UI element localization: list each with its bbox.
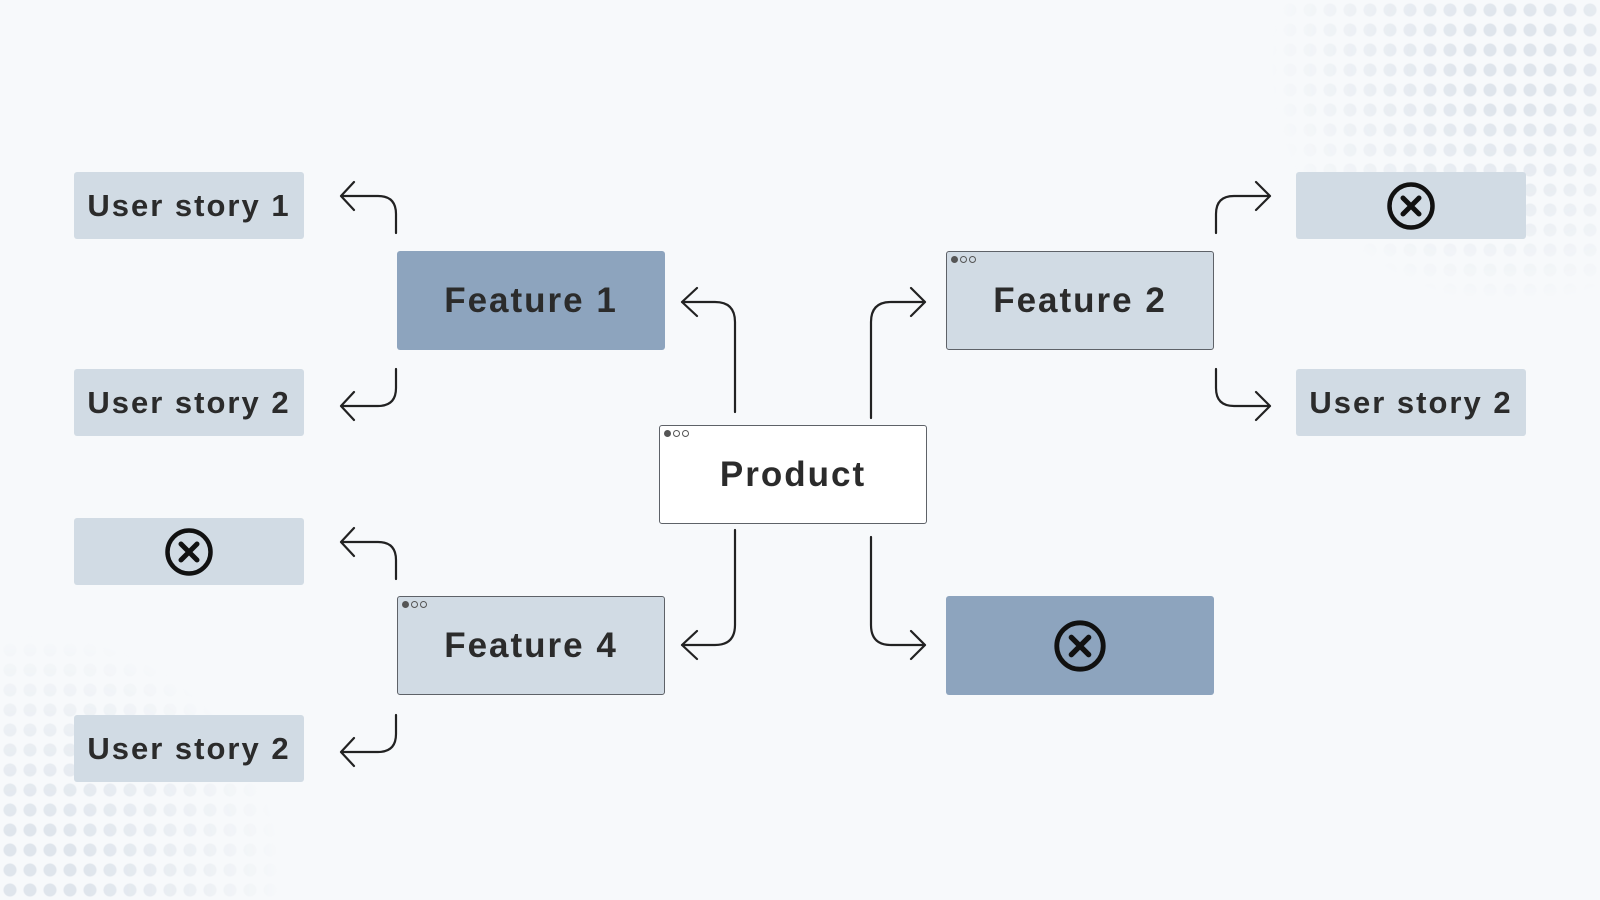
window-dots-icon (951, 256, 976, 263)
feature-4-box: Feature 4 (397, 596, 665, 695)
arrow-feature-1-to-user-story-1 (339, 180, 398, 235)
user-story-2-right-label: User story 2 (1309, 384, 1513, 420)
feature-4-label: Feature 4 (444, 625, 618, 665)
feature-2-label: Feature 2 (993, 280, 1167, 320)
user-story-2-label: User story 2 (87, 384, 291, 420)
product-box: Product (659, 425, 927, 524)
close-circle-icon (1054, 619, 1106, 672)
close-circle-icon (1387, 181, 1435, 230)
arrow-feature-4-to-story-3 (339, 526, 398, 581)
feature-1-box: Feature 1 (397, 251, 665, 350)
window-dots-icon (402, 601, 427, 608)
story-placeholder-left (74, 518, 304, 585)
arrow-feature-1-to-user-story-2 (339, 367, 398, 422)
product-label: Product (719, 454, 867, 494)
story-placeholder-right (1296, 172, 1526, 239)
feature-2-box: Feature 2 (946, 251, 1214, 350)
arrow-feature-4-to-user-story-2 (339, 713, 398, 768)
user-story-2-right: User story 2 (1296, 369, 1526, 436)
feature-placeholder-box (946, 596, 1214, 695)
arrow-product-to-feature-3 (869, 535, 927, 661)
arrow-product-to-feature-4 (680, 528, 737, 661)
arrow-product-to-feature-1 (680, 286, 737, 414)
arrow-product-to-feature-2 (869, 286, 927, 420)
user-story-2-bottom-left: User story 2 (74, 715, 304, 782)
user-story-2-left: User story 2 (74, 369, 304, 436)
user-story-1-left: User story 1 (74, 172, 304, 239)
window-dots-icon (664, 430, 689, 437)
user-story-1-label: User story 1 (87, 187, 291, 223)
feature-1-label: Feature 1 (444, 280, 618, 320)
close-circle-icon (165, 527, 213, 576)
arrow-feature-2-to-user-story-2-right (1214, 367, 1272, 422)
arrow-feature-2-to-story-right-1 (1214, 180, 1272, 235)
user-story-2-bottom-label: User story 2 (87, 730, 291, 766)
